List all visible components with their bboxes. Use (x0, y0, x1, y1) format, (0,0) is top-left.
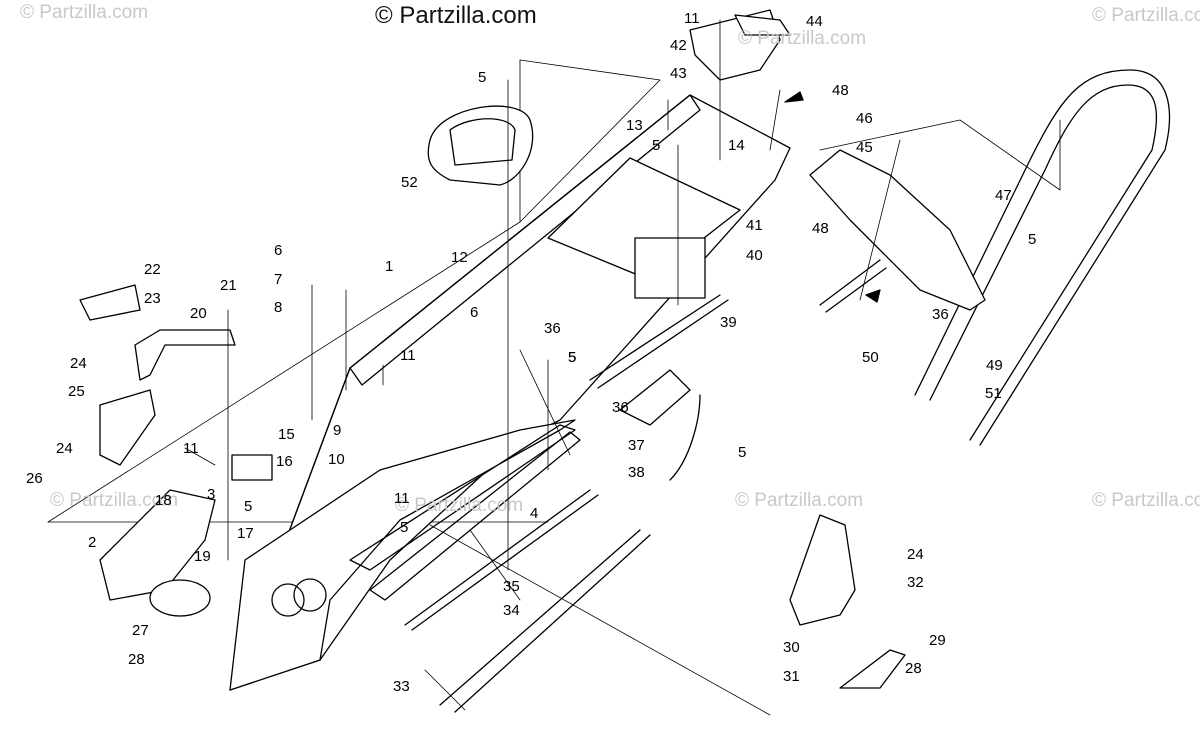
part-callout-32: 32 (907, 574, 924, 591)
part-callout-36: 36 (544, 320, 561, 337)
part-callout-31: 31 (783, 668, 800, 685)
arrow-marker (865, 289, 881, 303)
part-callout-22: 22 (144, 261, 161, 278)
rear-flap-assembly (809, 149, 986, 313)
part-callout-11: 11 (684, 10, 700, 27)
part-callout-50: 50 (862, 349, 879, 366)
part-callout-7: 7 (274, 271, 283, 288)
part-callout-23: 23 (144, 290, 161, 307)
part-callout-5: 5 (478, 69, 487, 86)
part-callout-11: 11 (400, 347, 416, 364)
part-callout-29: 29 (929, 632, 946, 649)
part-callout-28: 28 (128, 651, 145, 668)
right-lower-parts (619, 369, 906, 689)
leader-lines (184, 19, 901, 711)
part-callout-27: 27 (132, 622, 149, 639)
part-callout-6: 6 (470, 304, 479, 321)
part-callout-15: 15 (278, 426, 295, 443)
arrow-marker (784, 91, 804, 103)
part-callout-34: 34 (503, 602, 520, 619)
part-callout-24: 24 (70, 355, 87, 372)
part-callout-51: 51 (985, 385, 1002, 402)
part-callout-1: 1 (385, 258, 394, 275)
part-callout-5: 5 (652, 137, 661, 154)
part-callout-49: 49 (986, 357, 1003, 374)
part-callout-41: 41 (746, 217, 763, 234)
part-callout-5: 5 (400, 519, 409, 536)
part-callout-46: 46 (856, 110, 873, 127)
part-callout-11: 11 (183, 440, 199, 457)
part-callout-4: 4 (530, 505, 539, 522)
watermark-text: © Partzilla.com (1092, 5, 1200, 26)
part-callout-44: 44 (806, 13, 823, 30)
part-callout-5: 5 (244, 498, 253, 515)
part-callout-28: 28 (905, 660, 922, 677)
track-slides (404, 294, 729, 713)
part-callout-36: 36 (932, 306, 949, 323)
part-callout-3: 3 (207, 486, 216, 503)
watermark-text: © Partzilla.com (1092, 490, 1200, 511)
part-callout-5: 5 (568, 349, 577, 366)
brand-watermark: © Partzilla.com (375, 2, 537, 29)
seat-part (427, 105, 534, 186)
part-callout-24: 24 (56, 440, 73, 457)
part-callout-19: 19 (194, 548, 211, 565)
part-callout-6: 6 (274, 242, 283, 259)
part-callout-48: 48 (812, 220, 829, 237)
part-callout-12: 12 (451, 249, 468, 266)
part-callout-52: 52 (401, 174, 418, 191)
part-callout-18: 18 (155, 492, 172, 509)
part-callout-45: 45 (856, 139, 873, 156)
part-callout-24: 24 (907, 546, 924, 563)
rear-bracket (689, 9, 791, 81)
part-callout-5: 5 (738, 444, 747, 461)
part-callout-37: 37 (628, 437, 645, 454)
watermark-text: © Partzilla.com (20, 2, 149, 23)
part-callout-5: 5 (568, 349, 577, 366)
part-callout-47: 47 (995, 187, 1012, 204)
part-callout-9: 9 (333, 422, 342, 439)
part-callout-26: 26 (26, 470, 43, 487)
part-callout-10: 10 (328, 451, 345, 468)
part-callout-30: 30 (783, 639, 800, 656)
part-callout-48: 48 (832, 82, 849, 99)
part-callout-2: 2 (88, 534, 97, 551)
left-parts (79, 284, 273, 617)
part-callout-33: 33 (393, 678, 410, 695)
part-callout-8: 8 (274, 299, 283, 316)
tunnel-assembly (229, 94, 791, 691)
watermark-text: © Partzilla.com (735, 490, 864, 511)
part-callout-13: 13 (626, 117, 643, 134)
part-callout-40: 40 (746, 247, 763, 264)
watermark-text: © Partzilla.com (738, 28, 867, 49)
watermark-text: © Partzilla.com (395, 495, 524, 516)
rear-bumper (914, 69, 1171, 446)
part-callout-21: 21 (220, 277, 237, 294)
part-callout-11: 11 (394, 490, 410, 507)
part-callout-5: 5 (1028, 231, 1037, 248)
part-callout-14: 14 (728, 137, 745, 154)
part-callout-42: 42 (670, 37, 687, 54)
part-callout-38: 38 (628, 464, 645, 481)
part-callout-20: 20 (190, 305, 207, 322)
part-callout-17: 17 (237, 525, 254, 542)
part-callout-16: 16 (276, 453, 293, 470)
part-callout-43: 43 (670, 65, 687, 82)
part-callout-36: 36 (612, 399, 629, 416)
part-callout-35: 35 (503, 578, 520, 595)
part-callout-39: 39 (720, 314, 737, 331)
watermark-text: © Partzilla.com (50, 490, 179, 511)
part-callout-25: 25 (68, 383, 85, 400)
